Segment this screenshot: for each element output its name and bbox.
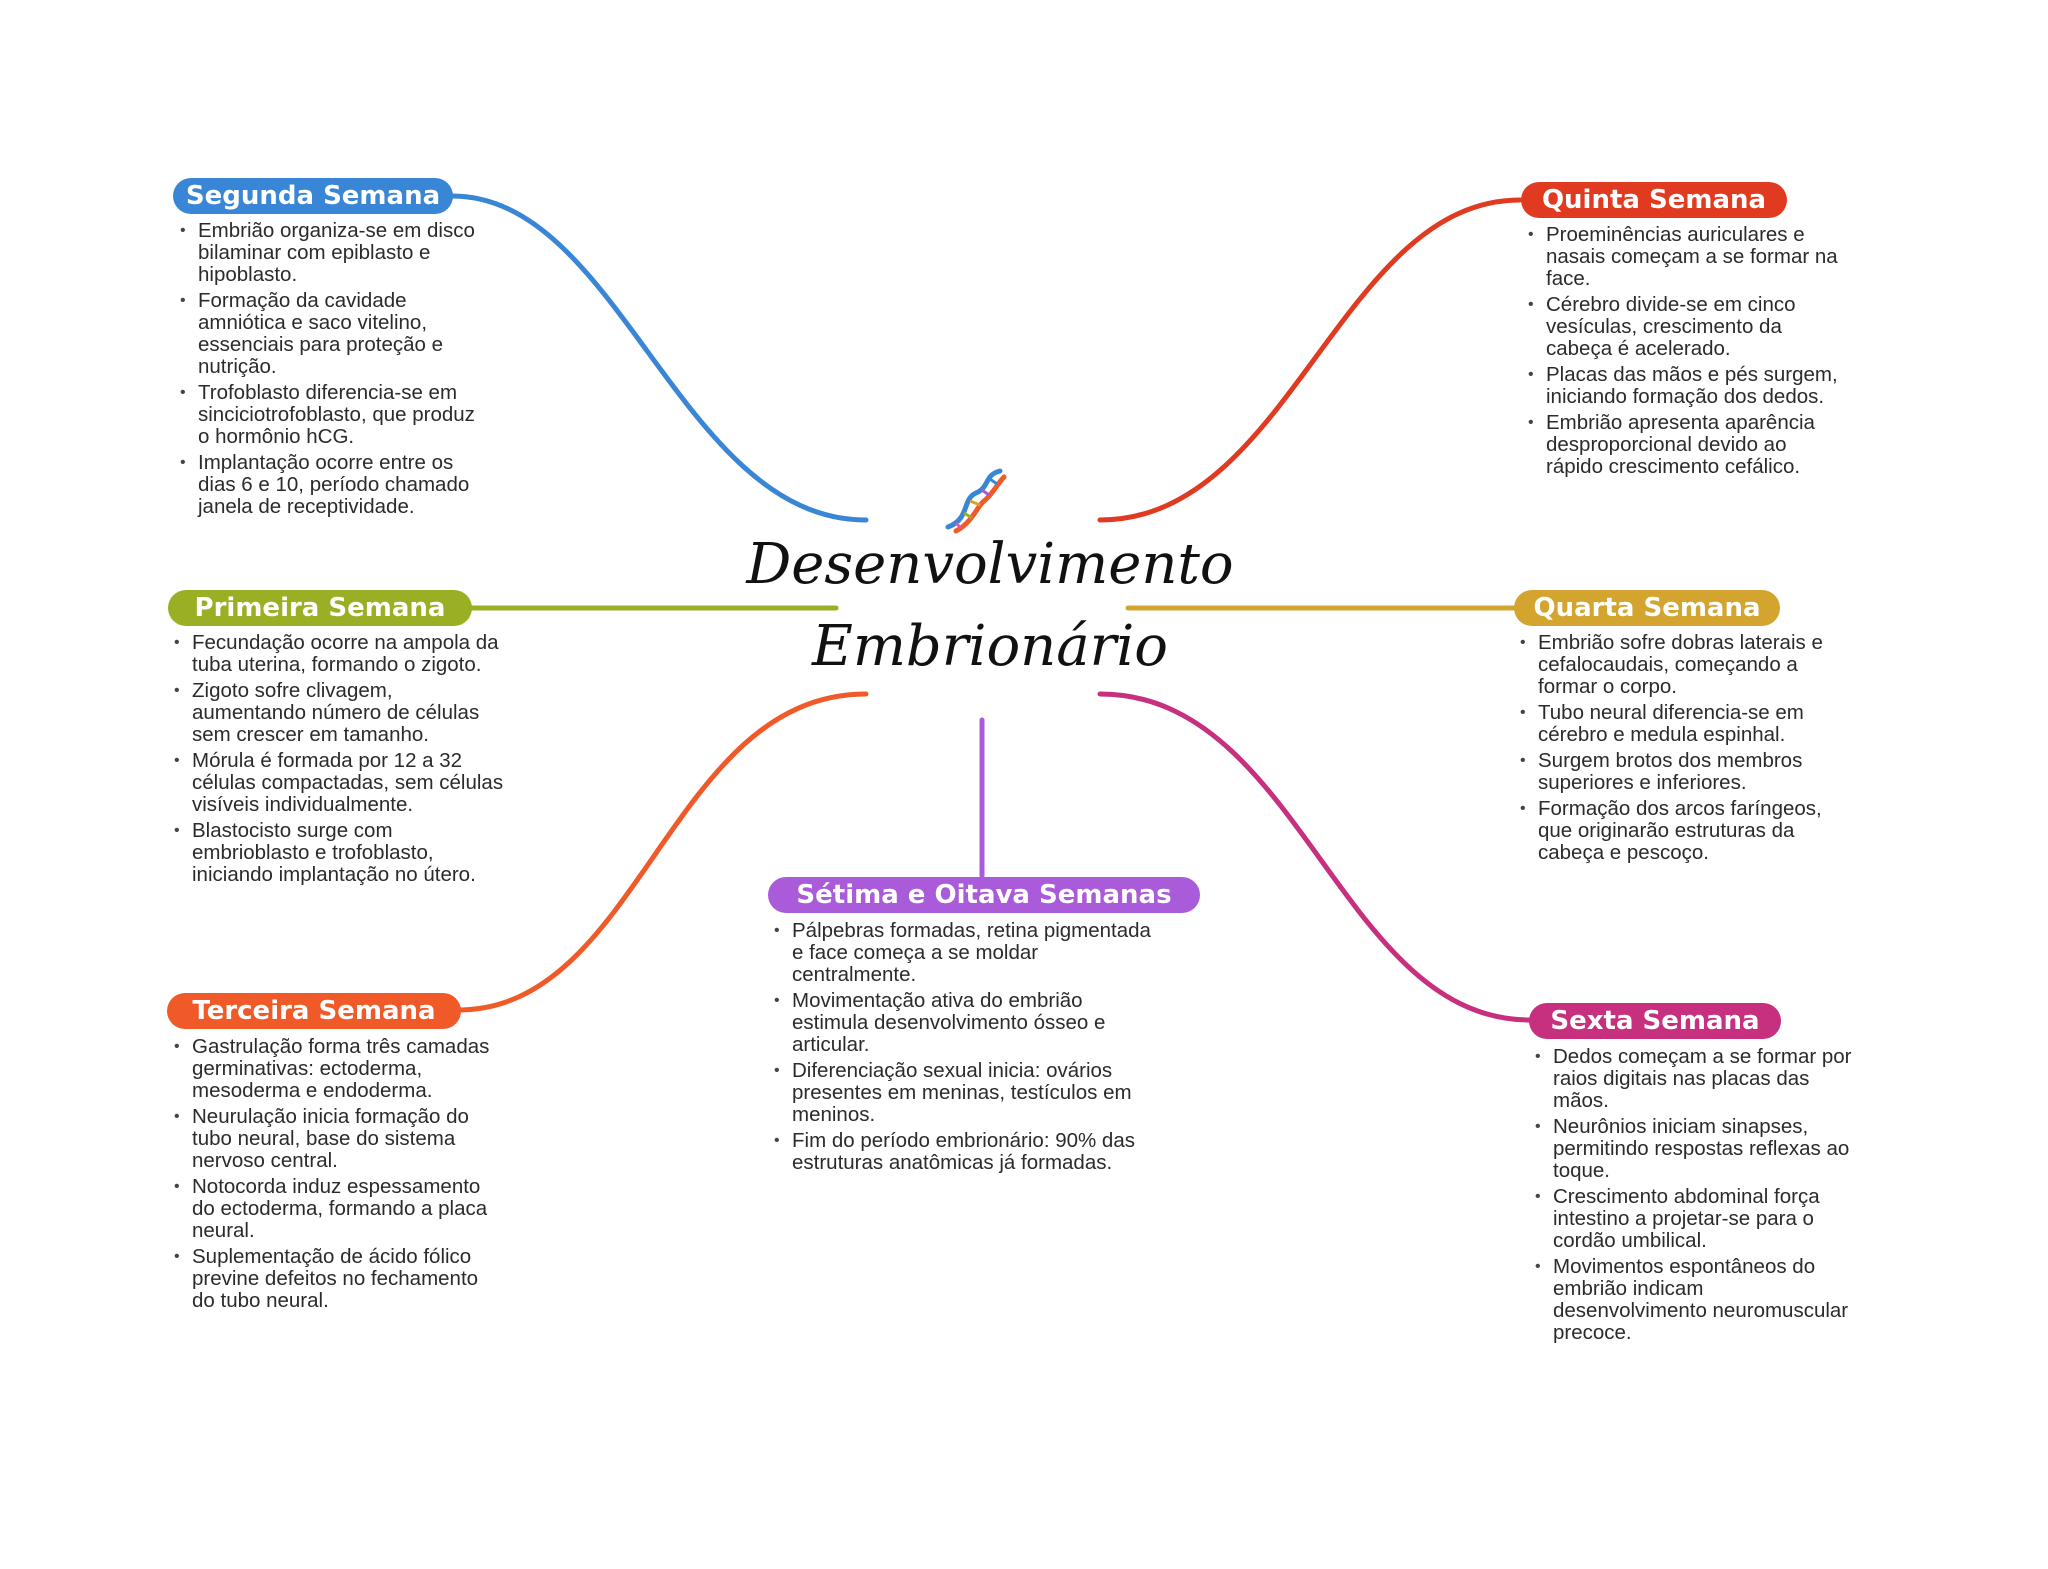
- dna-icon: [945, 468, 1007, 534]
- branch-list-terceira: Gastrulação forma três camadas germinati…: [172, 1036, 502, 1316]
- list-item: Zigoto sofre clivagem, aumentando número…: [172, 680, 512, 746]
- list-item: Proeminências auriculares e nasais começ…: [1526, 224, 1846, 290]
- branch-label-sexta: Sexta Semana: [1529, 1003, 1781, 1039]
- list-item: Formação da cavidade amniótica e saco vi…: [178, 290, 478, 378]
- branch-label-quarta: Quarta Semana: [1514, 590, 1780, 626]
- connector-terceira: [455, 691, 869, 1013]
- branch-list-quinta: Proeminências auriculares e nasais começ…: [1526, 224, 1846, 482]
- connector-quinta: [1097, 197, 1523, 523]
- connector-sexta: [1097, 691, 1533, 1023]
- branch-label-setima: Sétima e Oitava Semanas: [768, 877, 1200, 913]
- list-item: Formação dos arcos faríngeos, que origin…: [1518, 798, 1848, 864]
- branch-list-primeira: Fecundação ocorre na ampola da tuba uter…: [172, 632, 512, 890]
- central-title: Desenvolvimento Embrionário: [740, 524, 1240, 688]
- list-item: Movimentação ativa do embrião estimula d…: [772, 990, 1152, 1056]
- list-item: Fim do período embrionário: 90% das estr…: [772, 1130, 1152, 1174]
- list-item: Embrião sofre dobras laterais e cefaloca…: [1518, 632, 1848, 698]
- list-item: Notocorda induz espessamento do ectoderm…: [172, 1176, 502, 1242]
- branch-label-quinta: Quinta Semana: [1521, 182, 1787, 218]
- list-item: Dedos começam a se formar por raios digi…: [1533, 1046, 1853, 1112]
- central-title-line2: Embrionário: [811, 614, 1169, 679]
- list-item: Tubo neural diferencia-se em cérebro e m…: [1518, 702, 1848, 746]
- list-item: Surgem brotos dos membros superiores e i…: [1518, 750, 1848, 794]
- list-item: Trofoblasto diferencia-se em sinciciotro…: [178, 382, 478, 448]
- branch-label-primeira: Primeira Semana: [168, 590, 472, 626]
- list-item: Implantação ocorre entre os dias 6 e 10,…: [178, 452, 478, 518]
- branch-list-sexta: Dedos começam a se formar por raios digi…: [1533, 1046, 1853, 1348]
- list-item: Diferenciação sexual inicia: ovários pre…: [772, 1060, 1152, 1126]
- connector-segunda: [449, 193, 869, 523]
- branch-list-setima: Pálpebras formadas, retina pigmentada e …: [772, 920, 1152, 1178]
- list-item: Pálpebras formadas, retina pigmentada e …: [772, 920, 1152, 986]
- list-item: Cérebro divide-se em cinco vesículas, cr…: [1526, 294, 1846, 360]
- list-item: Embrião organiza-se em disco bilaminar c…: [178, 220, 478, 286]
- list-item: Blastocisto surge com embrioblasto e tro…: [172, 820, 512, 886]
- list-item: Neurônios iniciam sinapses, permitindo r…: [1533, 1116, 1853, 1182]
- list-item: Crescimento abdominal força intestino a …: [1533, 1186, 1853, 1252]
- list-item: Placas das mãos e pés surgem, iniciando …: [1526, 364, 1846, 408]
- list-item: Embrião apresenta aparência desproporcio…: [1526, 412, 1846, 478]
- branch-label-terceira: Terceira Semana: [167, 993, 461, 1029]
- list-item: Gastrulação forma três camadas germinati…: [172, 1036, 502, 1102]
- branch-list-quarta: Embrião sofre dobras laterais e cefaloca…: [1518, 632, 1848, 868]
- list-item: Movimentos espontâneos do embrião indica…: [1533, 1256, 1853, 1344]
- branch-list-segunda: Embrião organiza-se em disco bilaminar c…: [178, 220, 478, 522]
- list-item: Mórula é formada por 12 a 32 células com…: [172, 750, 512, 816]
- branch-label-segunda: Segunda Semana: [173, 178, 453, 214]
- list-item: Neurulação inicia formação do tubo neura…: [172, 1106, 502, 1172]
- list-item: Suplementação de ácido fólico previne de…: [172, 1246, 502, 1312]
- central-title-line1: Desenvolvimento: [746, 532, 1234, 597]
- list-item: Fecundação ocorre na ampola da tuba uter…: [172, 632, 512, 676]
